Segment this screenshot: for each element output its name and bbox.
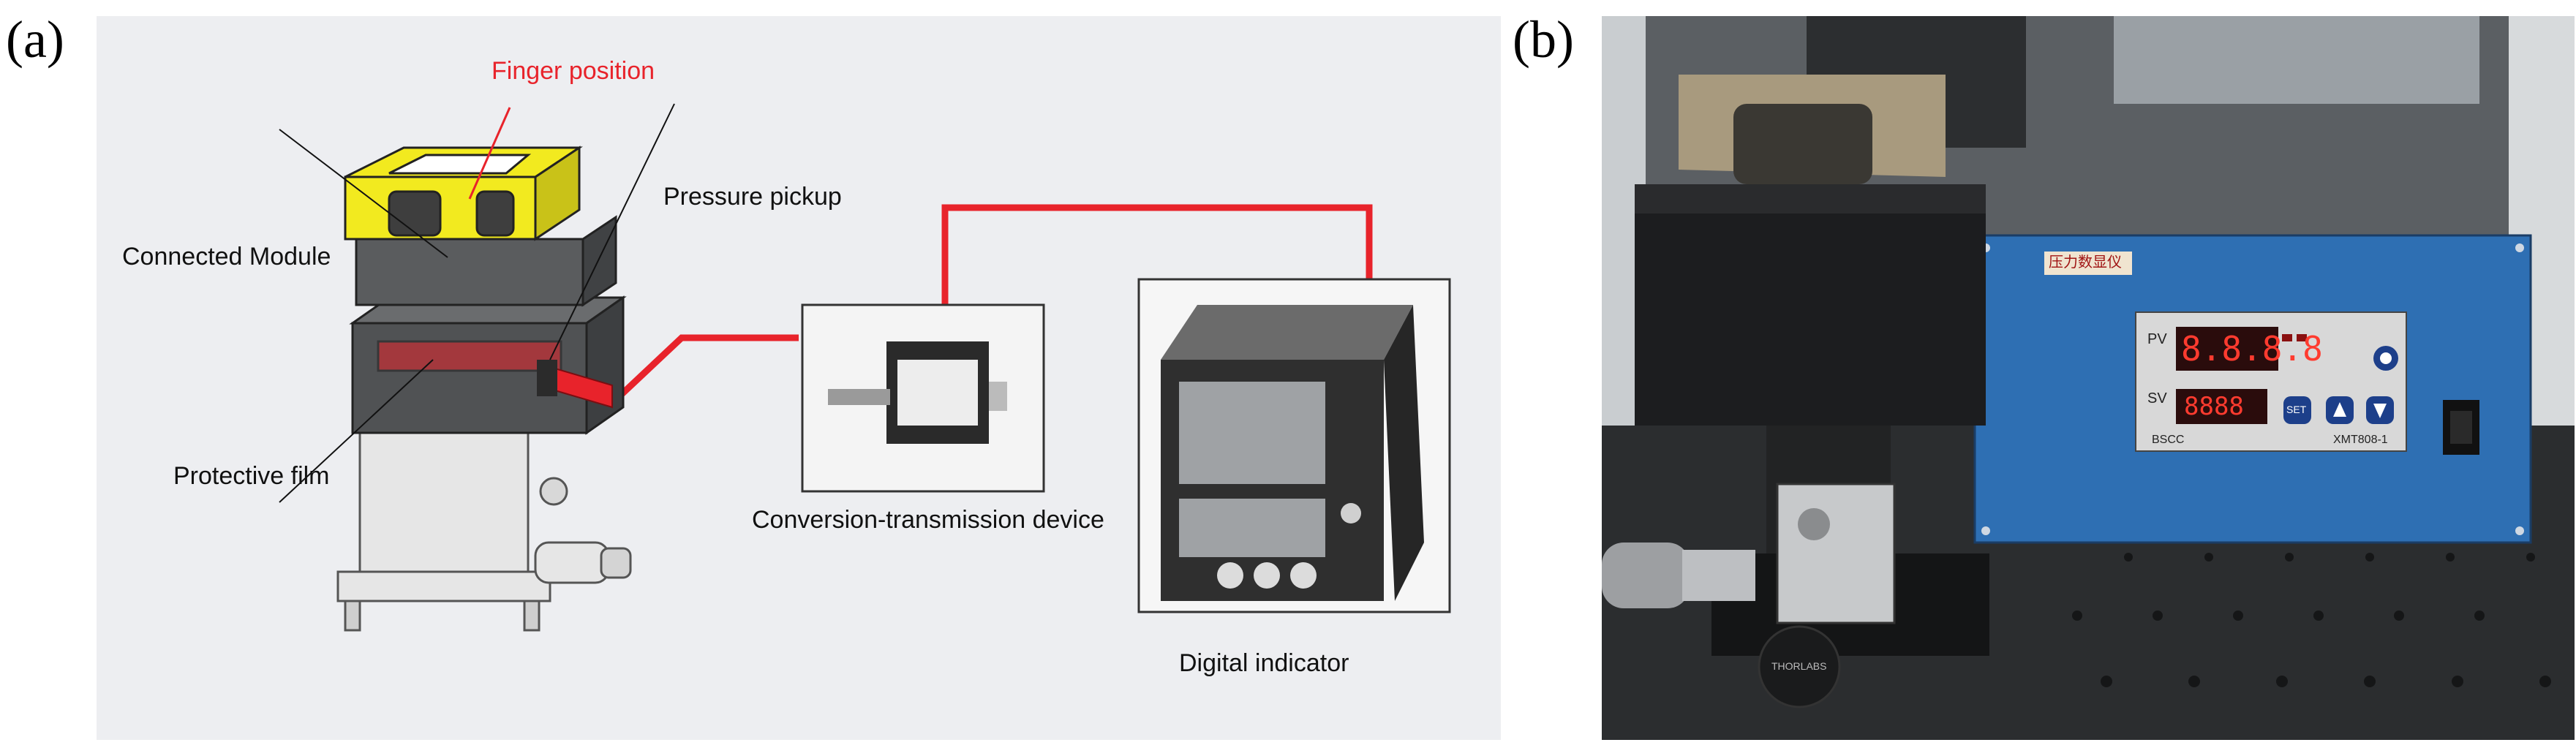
digital-indicator-photo xyxy=(1137,278,1451,613)
pv-label: PV xyxy=(2147,331,2167,347)
leader-lines xyxy=(279,103,675,503)
finger-holder xyxy=(344,145,583,241)
panel-a-tag: (a) xyxy=(6,10,64,69)
brand-label: BSCC xyxy=(2152,434,2185,446)
sv-label: SV xyxy=(2147,390,2167,407)
device-photo xyxy=(1602,16,2575,740)
conversion-device-label: Conversion-transmission device xyxy=(752,506,1104,534)
sv-readout: 8888 xyxy=(2184,392,2244,421)
model-label: XMT808-1 xyxy=(2333,434,2388,446)
stand-base xyxy=(336,424,632,632)
stage-brand-label: THORLABS xyxy=(1771,660,1827,672)
panel-b-tag: (b) xyxy=(1513,10,1574,69)
signal-cable xyxy=(617,204,1373,399)
pressure-display-box xyxy=(1973,234,2532,544)
connected-module-block xyxy=(355,215,617,307)
device-photo-panel: 压力数显仪 PV SV 8.8.8.8 8888 SET BSCC XMT808… xyxy=(1602,16,2575,740)
protective-film-block xyxy=(349,295,627,435)
finger-position-label: Finger position xyxy=(492,57,655,85)
schematic-drawing xyxy=(279,103,1451,632)
pv-readout: 8.8.8.8 xyxy=(2181,329,2323,368)
schematic-panel: Finger position Pressure pickup Connecte… xyxy=(97,16,1501,740)
table-holes xyxy=(2072,553,2551,687)
digital-indicator-label: Digital indicator xyxy=(1179,649,1349,677)
pressure-pickup-rod xyxy=(537,360,613,409)
device-plate-label: 压力数显仪 xyxy=(2049,254,2122,271)
protective-film-label: Protective film xyxy=(173,462,330,490)
set-button-label: SET xyxy=(2286,404,2307,415)
pressure-pickup-label: Pressure pickup xyxy=(663,183,842,211)
translation-stage xyxy=(1602,483,1896,708)
conversion-device-photo xyxy=(801,303,1045,493)
connected-module-label: Connected Module xyxy=(122,243,331,271)
